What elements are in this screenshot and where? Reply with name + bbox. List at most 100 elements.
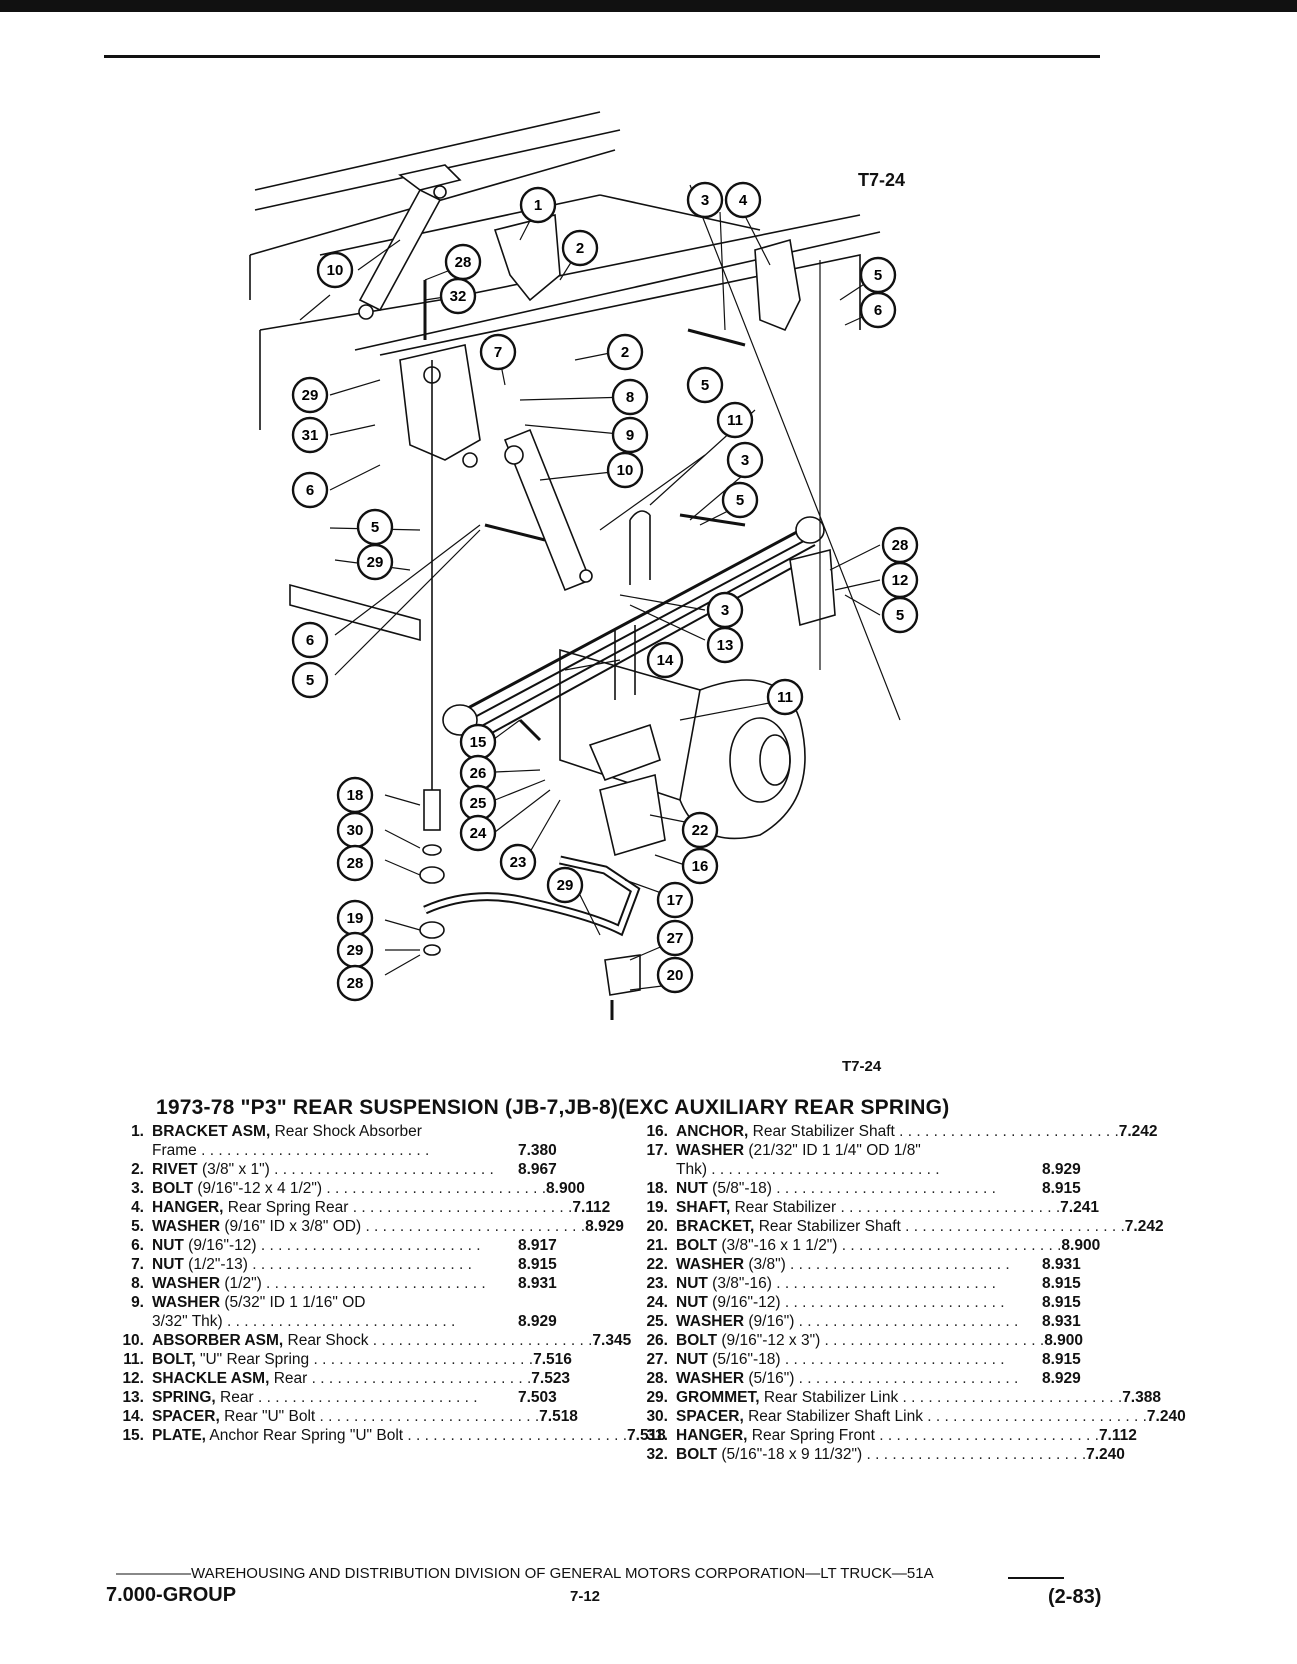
callout-number: 5: [371, 519, 379, 536]
part-row: 12.SHACKLE ASM, Rear . . . . . . . . . .…: [100, 1369, 580, 1388]
part-spec: (3/8"): [748, 1256, 786, 1273]
callout-5: 5: [686, 366, 724, 404]
part-number: 15.: [122, 1427, 144, 1444]
part-row: 5.WASHER (9/16" ID x 3/8" OD) . . . . . …: [100, 1217, 624, 1236]
callout-30: 30: [336, 811, 374, 849]
part-spec-continued: Frame: [152, 1142, 197, 1159]
callout-4: 4: [724, 181, 762, 219]
callout-24: 24: [459, 814, 497, 852]
part-description: HANGER, Rear Spring Front . . . . . . . …: [676, 1427, 1099, 1444]
part-description: BOLT (5/16"-18 x 9 11/32") . . . . . . .…: [676, 1446, 1087, 1463]
callout-number: 28: [455, 254, 472, 271]
part-number: 20.: [646, 1218, 668, 1235]
part-spec: Rear Spring Front: [751, 1427, 875, 1444]
callout-10: 10: [606, 451, 644, 489]
part-row: 6.NUT (9/16"-12) . . . . . . . . . . . .…: [100, 1236, 580, 1255]
part-spec: Rear Stabilizer Link: [763, 1389, 899, 1406]
part-name: BRACKET,: [676, 1218, 755, 1235]
callout-1: 1: [519, 186, 557, 224]
part-name: GROMMET,: [676, 1389, 760, 1406]
callout-number: 28: [347, 855, 364, 872]
part-spec: Rear Stabilizer Shaft Link: [748, 1408, 923, 1425]
callout-15: 15: [459, 723, 497, 761]
callout-6: 6: [291, 471, 329, 509]
callout-32: 32: [439, 277, 477, 315]
part-spec: (5/32" ID 1 1/16" OD: [224, 1294, 366, 1311]
callout-14: 14: [646, 641, 684, 679]
callout-18: 18: [336, 776, 374, 814]
part-group-code: 7.518: [627, 1427, 666, 1444]
callout-number: 14: [657, 652, 674, 669]
callout-2: 2: [606, 333, 644, 371]
part-description: BOLT (9/16"-12 x 3") . . . . . . . . . .…: [676, 1332, 1045, 1349]
callout-17: 17: [656, 881, 694, 919]
callout-number: 5: [306, 672, 314, 689]
part-row: 24.NUT (9/16"-12) . . . . . . . . . . . …: [624, 1293, 1104, 1312]
callout-12: 12: [881, 561, 919, 599]
part-spec-continued: Thk): [676, 1161, 707, 1178]
part-group-code: 7.516: [533, 1351, 572, 1368]
part-name: WASHER: [676, 1370, 745, 1387]
callout-number: 7: [494, 344, 502, 361]
callout-number: 6: [306, 632, 314, 649]
part-name: SHACKLE ASM,: [152, 1370, 270, 1387]
part-spec: (21/32" ID 1 1/4" OD 1/8": [748, 1142, 921, 1159]
part-number: 6.: [131, 1237, 144, 1254]
part-row: 23.NUT (3/8"-16) . . . . . . . . . . . .…: [624, 1274, 1104, 1293]
part-number: 26.: [646, 1332, 668, 1349]
part-number: 32.: [646, 1446, 668, 1463]
part-number: 4.: [131, 1199, 144, 1216]
callout-3: 3: [706, 591, 744, 629]
callout-11: 11: [766, 678, 804, 716]
part-number: 11.: [123, 1351, 144, 1368]
part-spec: (3/8"-16 x 1 1/2"): [721, 1237, 838, 1254]
callout-number: 23: [510, 854, 527, 871]
callout-29: 29: [546, 866, 584, 904]
part-description: SPACER, Rear "U" Bolt . . . . . . . . . …: [152, 1408, 540, 1425]
part-number: 13.: [122, 1389, 144, 1406]
part-name: RIVET: [152, 1161, 198, 1178]
part-description: SPACER, Rear Stabilizer Shaft Link . . .…: [676, 1408, 1147, 1425]
top-border-rule: [0, 0, 1297, 12]
part-description: HANGER, Rear Spring Rear . . . . . . . .…: [152, 1199, 573, 1216]
part-description: WASHER (21/32" ID 1 1/4" OD 1/8"Thk) . .…: [676, 1142, 940, 1178]
part-row: 32. BOLT (5/16"-18 x 9 11/32") . . . . . …: [624, 1445, 1124, 1464]
callout-29: 29: [336, 931, 374, 969]
part-row: 18.NUT (5/8"-18) . . . . . . . . . . . .…: [624, 1179, 1104, 1198]
part-group-code: 7.242: [1118, 1123, 1158, 1140]
part-row: 19.SHAFT, Rear Stabilizer . . . . . . . …: [624, 1198, 1104, 1217]
part-row: 29.GROMMET, Rear Stabilizer Link . . . .…: [624, 1388, 1161, 1407]
part-name: SPACER,: [676, 1408, 744, 1425]
part-number: 19.: [646, 1199, 668, 1216]
part-description: WASHER (9/16") . . . . . . . . . . . . .…: [676, 1313, 1019, 1330]
callout-29: 29: [356, 543, 394, 581]
part-number: 8.: [131, 1275, 144, 1292]
part-name: SPACER,: [152, 1408, 220, 1425]
callout-number: 5: [701, 377, 709, 394]
callout-16: 16: [681, 847, 719, 885]
part-row: 14.SPACER, Rear "U" Bolt . . . . . . . .…: [100, 1407, 580, 1426]
part-group-code: 8.900: [1044, 1332, 1083, 1349]
part-spec: Rear Spring Rear: [227, 1199, 349, 1216]
part-row: 27.NUT (5/16"-18) . . . . . . . . . . . …: [624, 1350, 1104, 1369]
part-group-code: 8.915: [1042, 1294, 1081, 1311]
part-number: 5.: [131, 1218, 144, 1235]
part-description: BRACKET, Rear Stabilizer Shaft . . . . .…: [676, 1218, 1125, 1235]
part-name: BRACKET ASM,: [152, 1123, 271, 1140]
footer-group: 7.000-GROUP: [106, 1584, 237, 1606]
part-group-code: 7.380: [518, 1142, 557, 1159]
part-name: HANGER,: [152, 1199, 224, 1216]
part-name: ABSORBER ASM,: [152, 1332, 284, 1349]
part-spec: (9/16" ID x 3/8" OD): [224, 1218, 362, 1235]
callout-11: 11: [716, 401, 754, 439]
part-spec: (9/16"-12): [188, 1237, 257, 1254]
part-group-code: 8.931: [1042, 1256, 1081, 1273]
part-name: NUT: [676, 1351, 708, 1368]
part-row: 31. HANGER, Rear Spring Front . . . . . .…: [624, 1426, 1136, 1445]
part-number: 31.: [646, 1427, 668, 1444]
callout-20: 20: [656, 956, 694, 994]
footer-rule: [1008, 1577, 1064, 1579]
part-name: WASHER: [676, 1142, 745, 1159]
